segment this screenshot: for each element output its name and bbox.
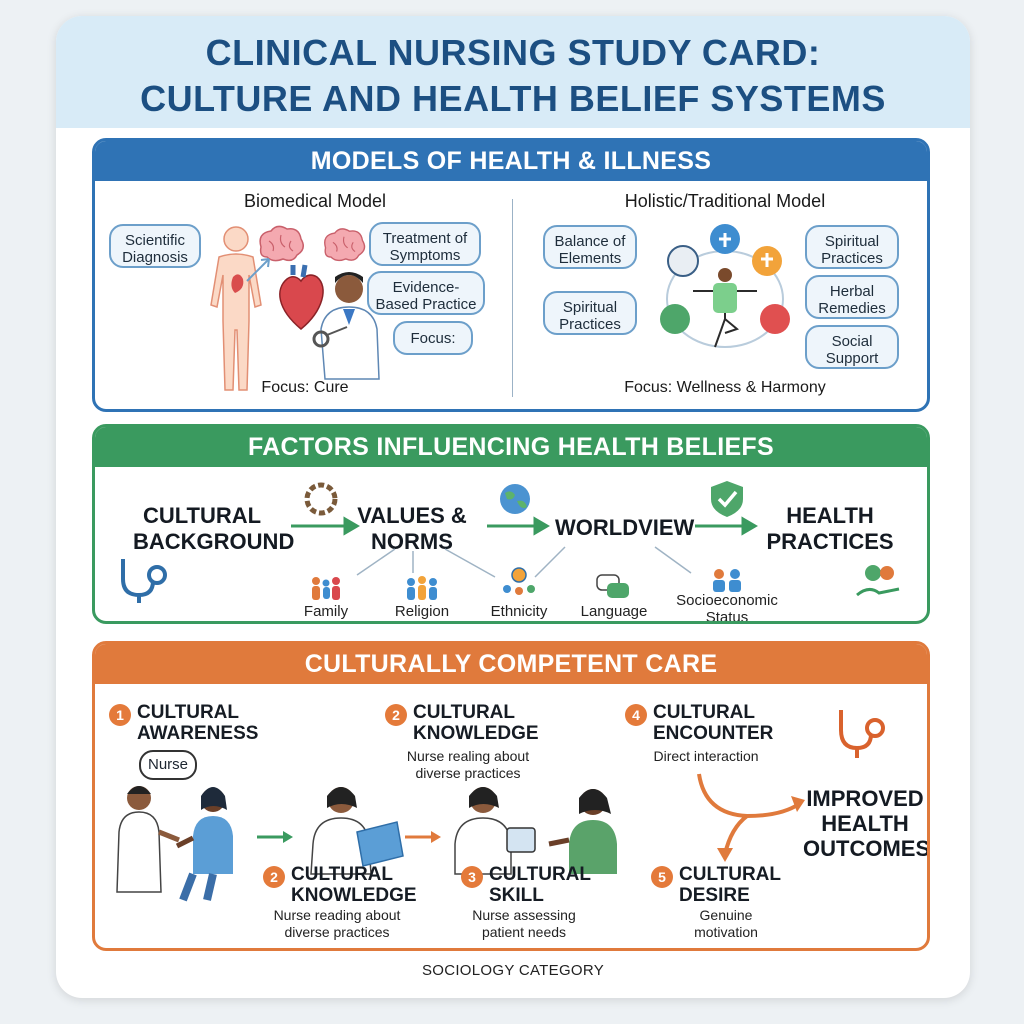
bubble-treatment-of-symptoms: Treatment of Symptoms (369, 222, 481, 266)
study-card: CLINICAL NURSING STUDY CARD: CULTURE AND… (56, 16, 970, 998)
influence-family: Family (303, 603, 349, 620)
globe-icon (500, 484, 530, 514)
doctor-icon (312, 272, 380, 380)
influence-language: Language (580, 603, 648, 620)
care-section: CULTURALLY COMPETENT CARE 1 CULTURAL AWA… (92, 641, 930, 951)
arrow-1 (257, 831, 293, 843)
title-line-1: CLINICAL NURSING STUDY CARD: (205, 32, 821, 73)
nurse-reading-icon (310, 787, 404, 875)
brain-icon-2 (324, 228, 366, 262)
heart-icon (279, 264, 324, 330)
human-body-icon (210, 226, 262, 391)
footer-category: SOCIOLOGY CATEGORY (421, 962, 605, 979)
step-desc-encounter: Direct interaction (653, 748, 759, 764)
step-desc-desire: Genuine motivation (694, 907, 758, 940)
language-icon (596, 574, 629, 598)
step-desc-skill: Nurse assessing patient needs (472, 907, 576, 940)
step-title-cultural-encounter: CULTURAL ENCOUNTER (653, 702, 774, 744)
step-number: 4 (625, 704, 647, 726)
arrow-body-brain (246, 258, 270, 282)
step-number: 1 (109, 704, 131, 726)
step-desc-knowledge-top: Nurse realing about diverse practices (406, 748, 530, 781)
wellness-wheel-icon (660, 224, 790, 348)
bubble-balance-of-elements: Balance of Elements (543, 225, 637, 269)
community-icon (304, 482, 338, 516)
stethoscope-icon (839, 710, 885, 758)
title-banner: CLINICAL NURSING STUDY CARD: CULTURE AND… (56, 16, 970, 128)
step-title-cultural-knowledge-bottom: CULTURAL KNOWLEDGE (291, 864, 417, 906)
bubble-evidence-based-practice: Evidence-Based Practice (367, 271, 485, 315)
holistic-focus: Focus: Wellness & Harmony (624, 379, 826, 396)
models-section: MODELS OF HEALTH & ILLNESS Biomedical Mo… (92, 138, 930, 412)
bubble-focus: Focus: (393, 321, 473, 355)
step-number: 5 (651, 866, 673, 888)
nurse-patient-talk-icon (116, 786, 233, 902)
shield-check-icon (711, 481, 743, 517)
hands-heart-icon (856, 565, 900, 597)
flow-worldview: WORLDVIEW (555, 515, 695, 540)
nurse-assessing-icon (454, 787, 617, 875)
influence-ethnicity: Ethnicity (490, 603, 548, 620)
flow-values-norms: VALUES & NORMS (357, 503, 467, 554)
care-header: CULTURALLY COMPETENT CARE (95, 644, 927, 684)
step-title-cultural-awareness: CULTURAL AWARENESS (137, 702, 259, 744)
step-title-cultural-skill: CULTURAL SKILL (489, 864, 591, 906)
family-icon (312, 577, 340, 600)
religion-icon (407, 576, 437, 600)
flow-health-practices: HEALTH PRACTICES (766, 503, 894, 554)
title-line-2: CULTURE AND HEALTH BELIEF SYSTEMS (140, 78, 886, 119)
bubble-herbal-remedies: Herbal Remedies (805, 275, 899, 319)
step-title-cultural-knowledge-top: CULTURAL KNOWLEDGE (413, 702, 539, 744)
improved-health-outcomes: IMPROVED HEALTH OUTCOMES (803, 786, 930, 861)
step-title-cultural-desire: CULTURAL DESIRE (679, 864, 781, 906)
bubble-spiritual-practices-right: Spiritual Practices (805, 225, 899, 269)
brain-icon-1 (259, 225, 304, 262)
arrow-2 (405, 831, 441, 843)
models-divider (512, 199, 513, 397)
bubble-scientific-diagnosis: Scientific Diagnosis (109, 224, 201, 268)
ethnicity-icon (503, 567, 535, 595)
models-header: MODELS OF HEALTH & ILLNESS (95, 141, 927, 181)
step-desc-knowledge-bottom: Nurse reading about diverse practices (273, 907, 401, 940)
bubble-spiritual-practices-left: Spiritual Practices (543, 291, 637, 335)
nurse-speech-bubble: Nurse (139, 750, 197, 780)
stethoscope-icon (121, 559, 167, 603)
flow-arrows (291, 516, 758, 578)
biomedical-focus: Focus: Cure (261, 379, 349, 396)
factors-section: FACTORS INFLUENCING HEALTH BELIEFS CULTU… (92, 424, 930, 624)
step-number: 2 (385, 704, 407, 726)
step-number: 3 (461, 866, 483, 888)
flow-cultural-background: CULTURAL BACKGROUND (133, 503, 295, 554)
influence-socioeconomic-status: Socioeconomic Status (676, 592, 778, 624)
influence-religion: Religion (394, 603, 450, 620)
bubble-social-support: Social Support (805, 325, 899, 369)
factors-header: FACTORS INFLUENCING HEALTH BELIEFS (95, 427, 927, 467)
curved-arrow (697, 773, 805, 862)
holistic-title: Holistic/Traditional Model (624, 191, 826, 211)
biomedical-title: Biomedical Model (243, 191, 387, 211)
step-number: 2 (263, 866, 285, 888)
socioeconomic-icon (713, 569, 741, 592)
